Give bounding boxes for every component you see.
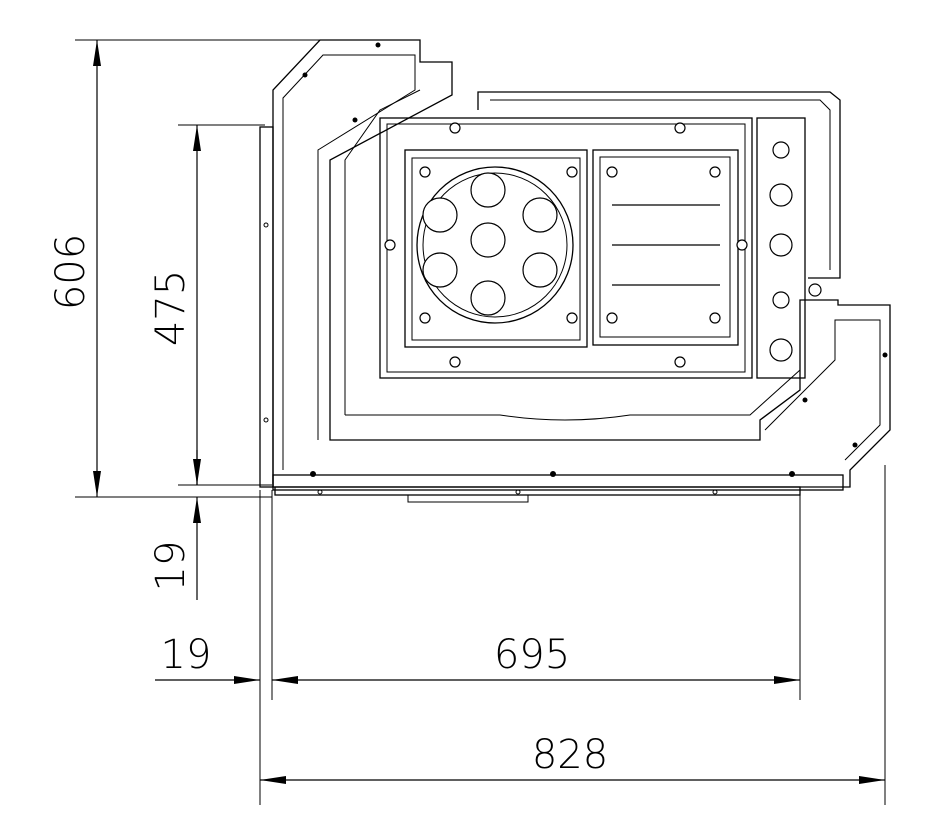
dimension-19-horizontal: 19 (155, 490, 273, 805)
dimension-label-695: 695 (494, 632, 570, 678)
dimension-475: 475 (148, 124, 272, 486)
dimension-19-vertical: 19 (148, 450, 201, 600)
dimension-label-19-horizontal: 19 (161, 632, 212, 678)
bolts (263, 42, 888, 495)
dimension-606: 606 (48, 39, 320, 498)
dimension-label-606: 606 (48, 234, 94, 310)
dimension-828: 828 (260, 465, 886, 805)
dimension-label-475: 475 (148, 270, 194, 346)
dimension-695: 695 (272, 490, 801, 700)
insert-body (259, 39, 891, 503)
dimension-label-19-vertical: 19 (148, 541, 194, 592)
dimension-label-828: 828 (532, 732, 608, 778)
